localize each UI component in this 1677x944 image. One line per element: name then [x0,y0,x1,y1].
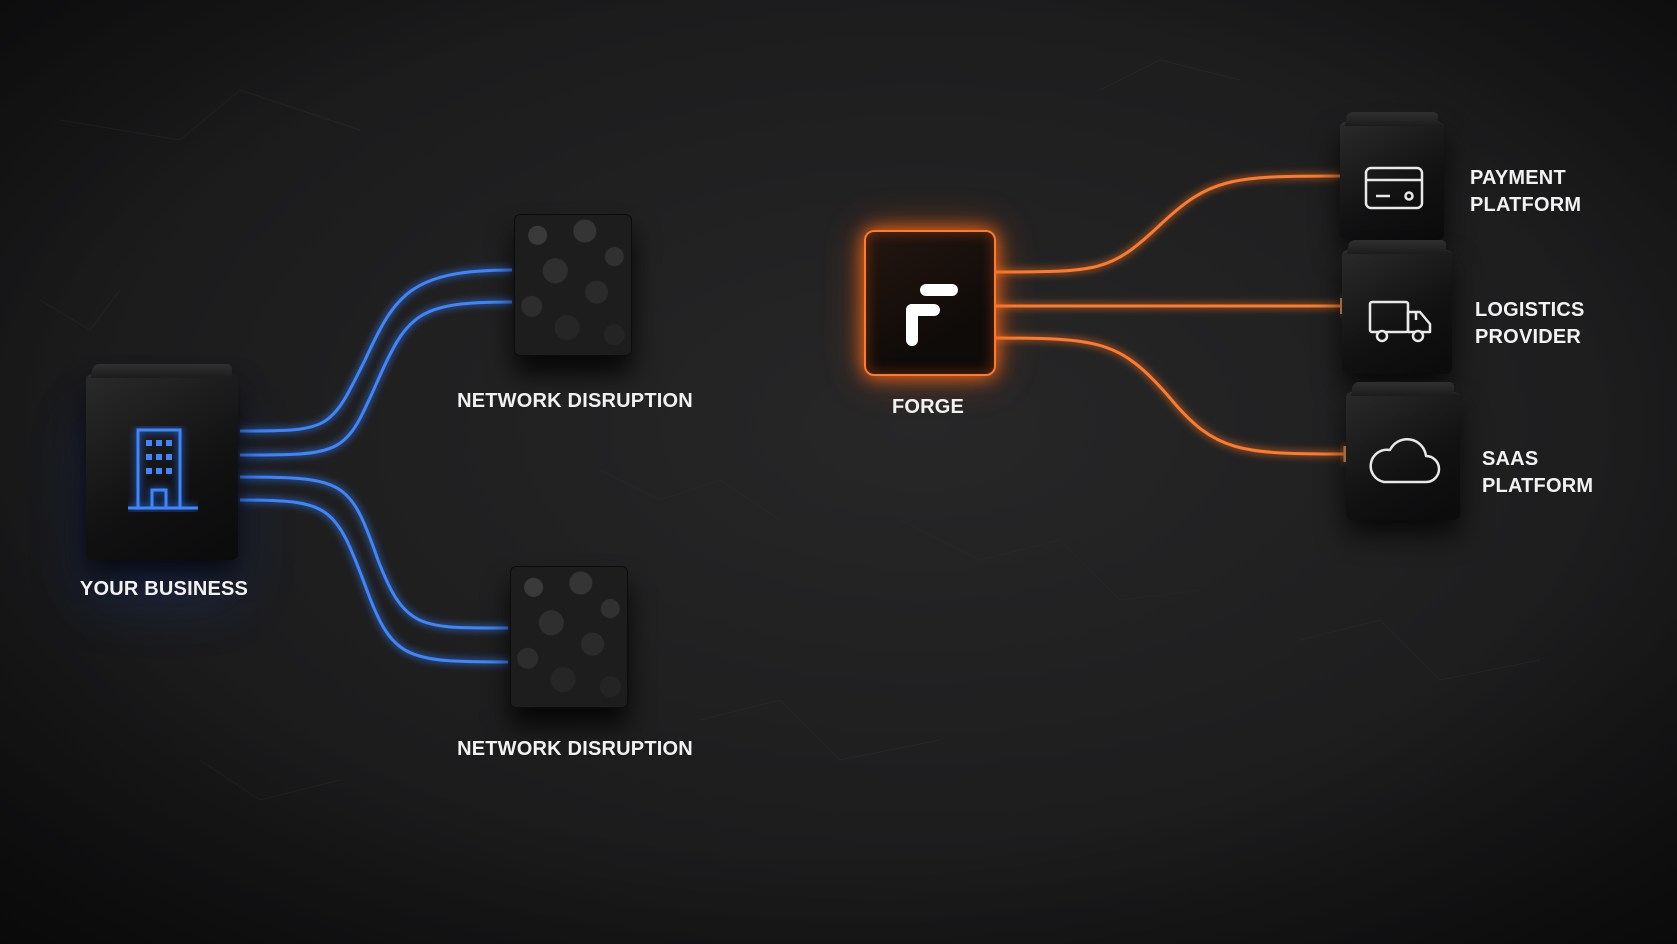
orange-wires [991,174,1345,456]
label-saas-platform: SAAS PLATFORM [1482,446,1593,500]
label-payment-line1: PAYMENT [1470,167,1566,189]
broken-rock-block-icon [514,214,632,356]
wire-business-to-bottom-1 [239,475,509,630]
broken-signal-top [635,266,800,334]
label-your-business: YOUR BUSINESS [79,578,249,600]
blue-wires [239,268,513,664]
label-forge: FORGE [891,396,965,418]
wire-forge-to-payment [991,174,1341,274]
label-saas-line2: PLATFORM [1482,475,1594,497]
label-saas-line1: SAAS [1482,448,1539,470]
credit-card-icon [1364,166,1424,210]
cloud-icon [1369,437,1441,484]
wire-business-to-top-1 [239,268,513,433]
label-payment-line2: PLATFORM [1470,194,1582,216]
label-network-disruption-top: NETWORK DISRUPTION [457,390,693,412]
forge-logo-icon [906,284,958,346]
label-logistics-line2: PROVIDER [1475,326,1582,348]
label-payment-platform: PAYMENT PLATFORM [1470,165,1581,219]
wire-forge-to-saas [991,336,1345,456]
label-logistics-provider: LOGISTICS PROVIDER [1475,297,1585,351]
label-network-disruption-bottom: NETWORK DISRUPTION [457,738,693,760]
building-icon [128,428,198,510]
label-logistics-line1: LOGISTICS [1475,299,1585,321]
broken-signal-bottom [635,622,1010,660]
broken-rock-block-icon [510,566,628,708]
orange-lead-in [760,268,866,338]
wire-business-to-bottom-2 [239,498,509,664]
wire-business-to-top-2 [239,300,513,457]
delivery-truck-icon [1368,300,1432,343]
